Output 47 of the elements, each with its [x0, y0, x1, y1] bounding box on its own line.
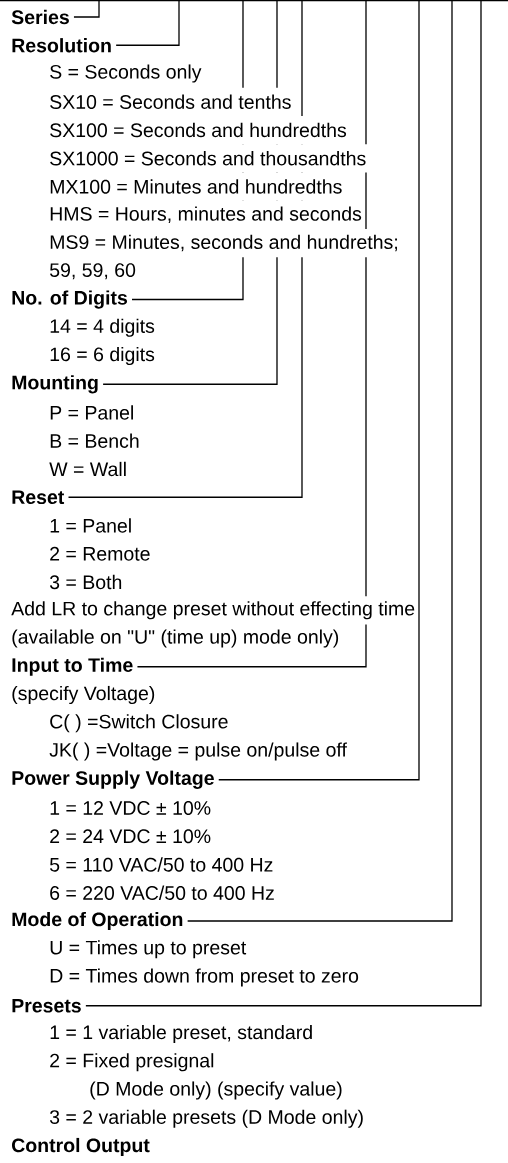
option-text: HMS = Hours, minutes and seconds — [47, 200, 364, 229]
leader-line — [218, 0, 420, 781]
section-heading: No. of Digits — [12, 290, 128, 309]
option-text: 3 = Both — [47, 567, 125, 597]
option-text: 2 = Fixed presignal — [47, 1048, 217, 1077]
section-heading: Mode of Operation — [12, 911, 183, 931]
option-text: SX100 = Seconds and hundredths — [47, 115, 349, 145]
section-heading: Input to Time — [12, 657, 133, 676]
section-heading: Mounting — [12, 375, 98, 394]
option-text: 6 = 220 VAC/50 to 400 Hz — [47, 878, 277, 907]
option-text: 3 = 2 variable presets (D Mode only) — [47, 1104, 367, 1133]
note-text: (available on "U" (time up) mode only) — [9, 624, 342, 653]
option-text: 5 = 110 VAC/50 to 400 Hz — [47, 850, 276, 879]
option-text: P = Panel — [47, 398, 137, 427]
section-heading: Presets — [12, 998, 81, 1013]
option-text: MX100 = Minutes and hundredths — [47, 172, 345, 201]
option-text: MS9 = Minutes, seconds and hundreths; — [47, 228, 401, 258]
option-text: 1 = Panel — [47, 511, 135, 540]
leader-line — [136, 0, 367, 668]
option-text: D = Times down from preset to zero — [47, 963, 361, 992]
option-text: 14 = 4 digits — [47, 313, 157, 342]
leader-line — [187, 0, 453, 922]
option-text: B = Bench — [47, 426, 142, 455]
note-text: Add LR to change preset without effecting time — [9, 596, 418, 625]
option-text: 1 = 12 VDC ± 10% — [47, 793, 214, 823]
section-heading: Series — [11, 9, 69, 25]
leader-line — [85, 0, 482, 1007]
leader-line — [73, 0, 100, 18]
option-text: 16 = 6 digits — [47, 341, 157, 371]
option-text: U = Times up to preset — [47, 935, 249, 964]
section-heading: Reset — [12, 490, 65, 505]
option-text: (D Mode only) (specify value) — [87, 1076, 345, 1105]
option-text: S = Seconds only — [47, 59, 204, 88]
option-text: 2 = Remote — [47, 539, 153, 568]
section-heading: Power Supply Voltage — [12, 770, 214, 789]
note-text: (specify Voltage) — [9, 680, 158, 710]
option-text: SX1000 = Seconds and thousandths — [47, 144, 369, 173]
option-text: 59, 59, 60 — [47, 257, 138, 286]
section-heading: Resolution — [12, 38, 111, 53]
option-text: 2 = 24 VDC ± 10% — [47, 822, 214, 851]
option-text: C( ) =Switch Closure — [47, 709, 231, 738]
option-text: JK( ) =Voltage = pulse on/pulse off — [47, 737, 349, 766]
option-text: SX10 = Seconds and tenths — [47, 87, 294, 116]
leader-line — [115, 0, 180, 46]
option-text: 1 = 1 variable preset, standard — [47, 1019, 316, 1049]
section-heading: Control Output — [9, 1132, 152, 1162]
option-text: W = Wall — [47, 454, 129, 484]
